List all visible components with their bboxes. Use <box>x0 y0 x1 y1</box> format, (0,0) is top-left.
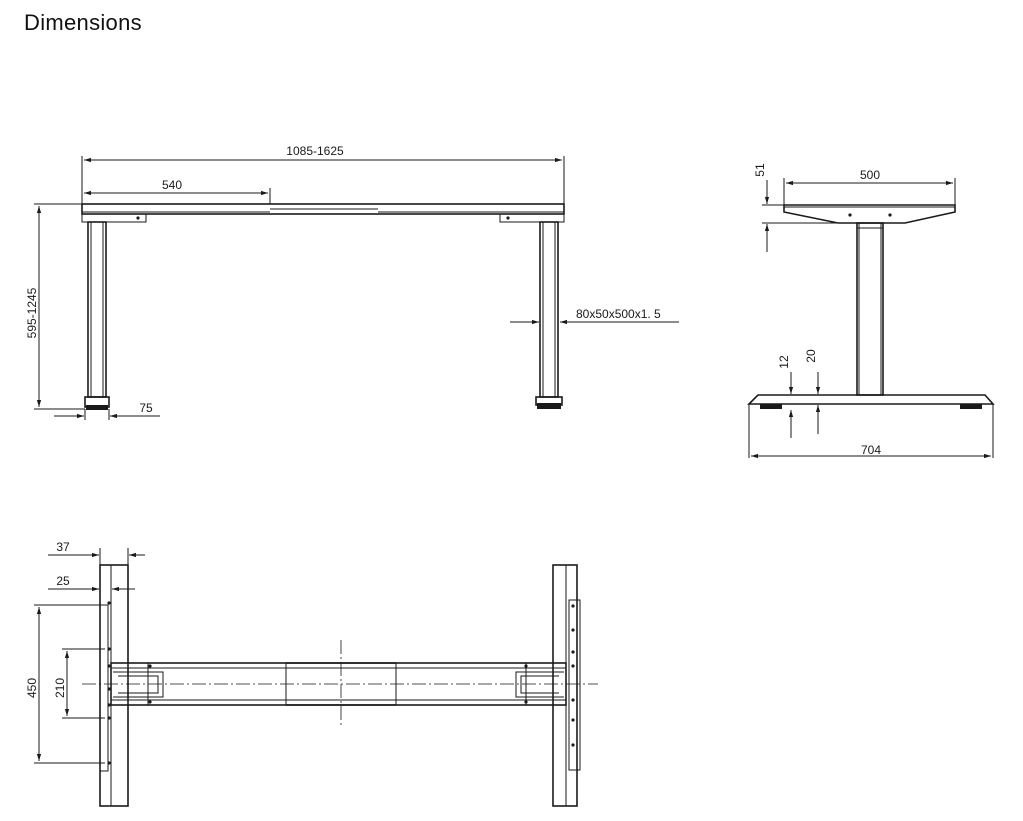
dim-height-range-label: 595-1245 <box>25 287 39 338</box>
side-column <box>856 222 884 396</box>
dim-foot-offset-label: 75 <box>139 401 153 415</box>
dim-base-length: 704 <box>748 404 994 459</box>
dim-height-range: 595-1245 <box>25 203 85 410</box>
dim-column-profile-label: 80x50x500x1. 5 <box>576 307 661 321</box>
dim-top-height-label: 51 <box>753 163 767 177</box>
front-left-leg <box>84 221 110 410</box>
dim-hole-span-label: 450 <box>25 678 39 698</box>
dim-inner-width: 540 <box>84 178 271 204</box>
front-view: 1085-1625 540 595-1245 80x50x500x1. 5 7 <box>25 144 679 420</box>
top-centerlines <box>82 640 598 728</box>
top-view: 37 25 450 210 <box>25 540 598 807</box>
dim-total-width-label: 1085-1625 <box>286 144 344 158</box>
front-top-frame <box>81 203 565 223</box>
dim-base-length-label: 704 <box>861 443 881 457</box>
top-left-arm <box>99 564 129 807</box>
dim-top-width-label: 500 <box>860 168 880 182</box>
dim-frame-width-label: 37 <box>56 540 70 554</box>
dim-top-width: 500 <box>783 168 956 205</box>
dim-base-clearance-label: 12 <box>777 355 791 369</box>
dim-foot-offset: 75 <box>54 401 160 420</box>
dim-inset-label: 25 <box>56 574 70 588</box>
dim-inset: 25 <box>48 574 135 600</box>
dim-inner-width-label: 540 <box>162 178 182 192</box>
dim-base-clearance: 12 <box>777 355 794 438</box>
dim-total-width: 1085-1625 <box>81 144 565 204</box>
dim-top-height: 51 <box>753 163 838 252</box>
dim-base-height: 20 <box>804 349 821 434</box>
side-view: 500 51 12 20 704 <box>747 163 995 459</box>
dim-frame-width: 37 <box>48 540 145 565</box>
front-right-leg <box>535 221 563 409</box>
page-title: Dimensions <box>24 10 142 35</box>
side-top-bracket <box>783 204 956 224</box>
dim-base-height-label: 20 <box>804 349 818 363</box>
dim-hole-span: 450 <box>25 604 105 764</box>
side-base <box>747 394 995 409</box>
dim-hole-spacing-label: 210 <box>53 678 67 698</box>
dim-hole-spacing: 210 <box>53 648 105 719</box>
dim-column-profile: 80x50x500x1. 5 <box>510 307 679 325</box>
